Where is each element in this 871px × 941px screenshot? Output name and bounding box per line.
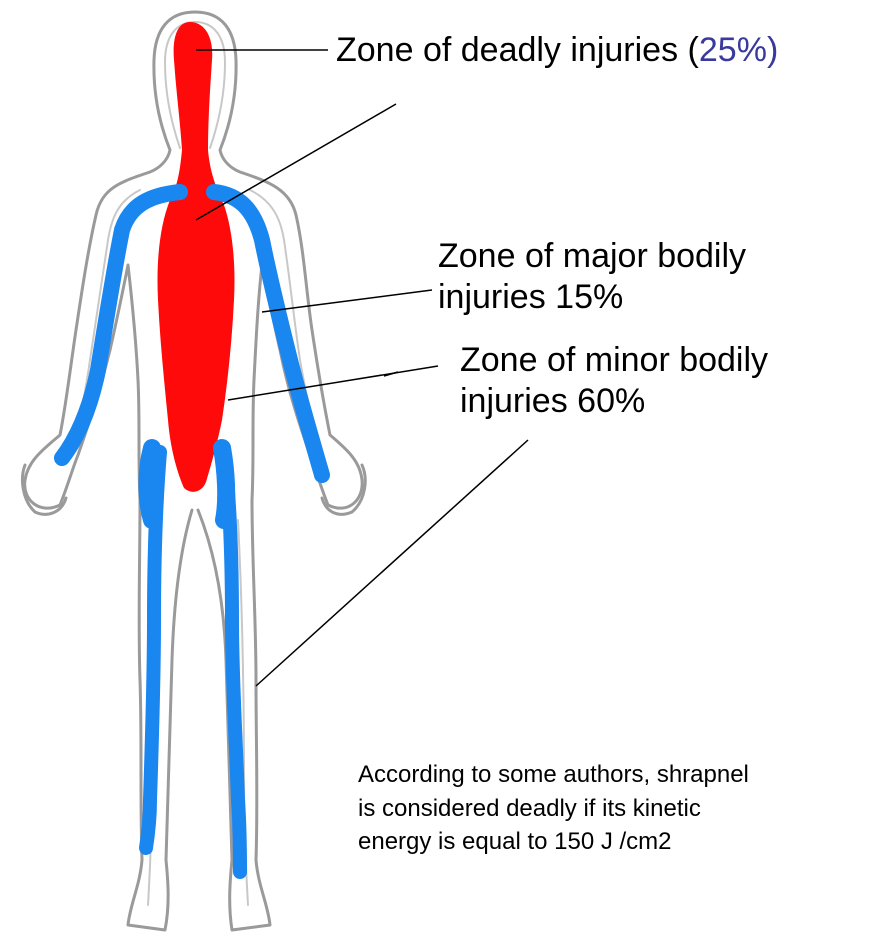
deadly-zone-label-prefix: Zone of deadly injuries ( xyxy=(336,31,699,69)
shrapnel-note: According to some authors, shrapnel is c… xyxy=(358,758,749,859)
minor-zone-label: Zone of minor bodily injuries 60% xyxy=(460,340,768,423)
shrapnel-note-line2: is considered deadly if its kinetic xyxy=(358,792,749,826)
deadly-zone-label: Zone of deadly injuries (25%) xyxy=(336,30,778,71)
shrapnel-note-line3: energy is equal to 150 J /cm2 xyxy=(358,825,749,859)
major-zone-label-line1: Zone of major bodily xyxy=(438,236,746,277)
major-zone-label-line2: injuries 15% xyxy=(438,277,746,318)
deadly-zone-percent: 25% xyxy=(699,31,767,69)
deadly-zone-label-suffix: ) xyxy=(767,31,778,69)
minor-zone-label-line1: Zone of minor bodily xyxy=(460,340,768,381)
major-zone-label: Zone of major bodily injuries 15% xyxy=(438,236,746,319)
major-leader-line xyxy=(262,290,432,312)
shrapnel-note-line1: According to some authors, shrapnel xyxy=(358,758,749,792)
leg-leader-line xyxy=(256,440,528,686)
minor-leader-line xyxy=(228,366,438,400)
minor-zone-label-line2: injuries 60% xyxy=(460,381,768,422)
